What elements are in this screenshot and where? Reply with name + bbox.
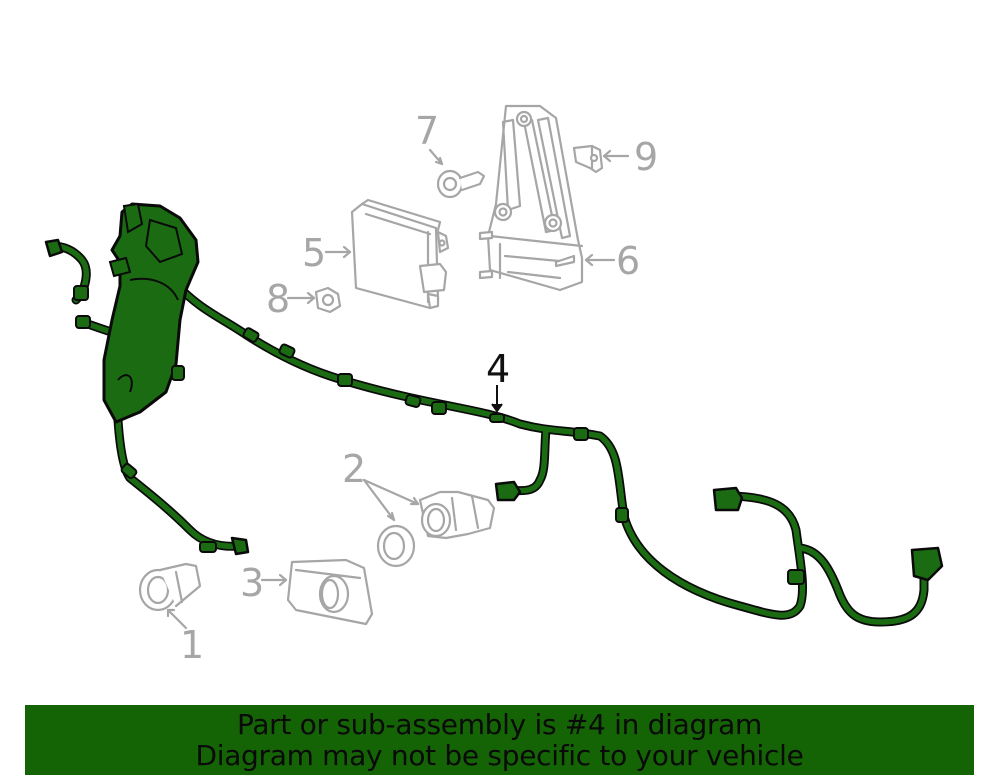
sensor-part-2 <box>376 490 496 568</box>
parts-diagram: 7 9 5 6 8 4 2 3 1 <box>44 104 944 667</box>
leader-lines <box>166 148 630 630</box>
bracket-part-6 <box>478 104 584 292</box>
sensor-part-1 <box>138 562 202 612</box>
wiring-harness-part-4 <box>44 202 944 627</box>
bezel-part-3 <box>286 558 374 626</box>
callout-3[interactable]: 3 <box>240 561 265 605</box>
callout-8[interactable]: 8 <box>266 277 291 321</box>
banner-part-note: Part or sub-assembly is #4 in diagram <box>237 708 762 741</box>
callout-7[interactable]: 7 <box>415 109 440 153</box>
clip-part-9 <box>572 144 604 174</box>
banner-disclaimer: Diagram may not be specific to your vehi… <box>195 739 804 772</box>
info-banner: Part or sub-assembly is #4 in diagram Di… <box>25 705 974 775</box>
bolt-part-7 <box>436 169 486 199</box>
callout-9[interactable]: 9 <box>634 135 659 179</box>
callout-2[interactable]: 2 <box>342 447 367 491</box>
leader-line-4 <box>491 385 503 413</box>
module-part-5 <box>350 198 450 310</box>
callout-1[interactable]: 1 <box>180 623 205 667</box>
callout-4[interactable]: 4 <box>486 347 511 391</box>
callout-5[interactable]: 5 <box>302 231 327 275</box>
callout-6[interactable]: 6 <box>616 239 641 283</box>
nut-part-8 <box>314 286 342 314</box>
